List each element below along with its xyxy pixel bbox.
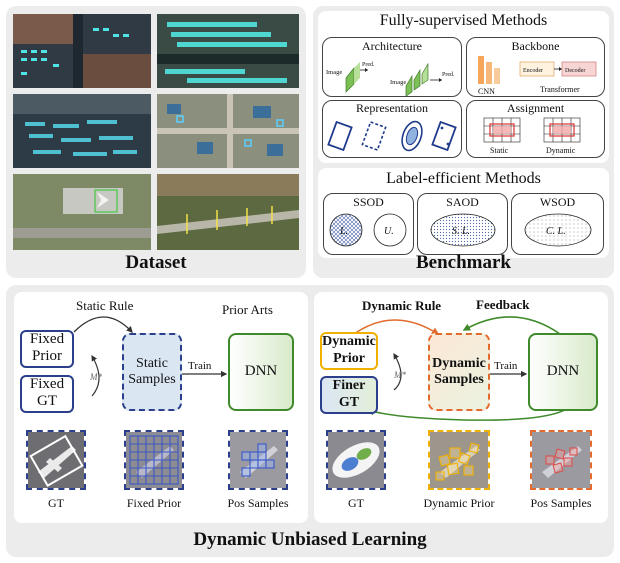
prior-arts-diagram: Static Rule Prior Arts M* Train	[73, 298, 273, 397]
ours-dnn-label: DNN	[546, 363, 580, 379]
prior-thumb-gt	[26, 430, 86, 490]
prior-dnn-box	[228, 333, 294, 411]
saod-title: SAOD	[446, 195, 479, 209]
representation-diagram	[327, 120, 457, 152]
ours-m-star-label: M*	[393, 370, 406, 380]
wsod-diagram: C. L.	[524, 213, 592, 247]
fixed-gt-line-2: GT	[37, 393, 57, 409]
prior-arts-label: Prior Arts	[222, 302, 273, 317]
ssod-right-label: U.	[384, 226, 394, 237]
prior-thumb-fixed-prior-label: Fixed Prior	[126, 496, 182, 510]
backbone-decoder-label: Decoder	[565, 68, 585, 74]
backbone-diagram: CNN Encoder Decoder Transformer	[478, 56, 597, 96]
ssod-box	[323, 193, 414, 255]
fixed-gt-box	[20, 375, 74, 413]
dataset-caption: Dataset	[125, 252, 187, 273]
assignment-dynamic-label: Dynamic	[546, 146, 576, 155]
architecture-image-label-1: Image	[326, 69, 342, 76]
wsod-title: WSOD	[539, 195, 576, 209]
representation-box	[322, 100, 462, 158]
dynamic-rule-label: Dynamic Rule	[362, 298, 441, 313]
backbone-cnn-label: CNN	[478, 87, 495, 96]
finer-gt-line-2: GT	[338, 395, 360, 410]
ours-dnn-box	[528, 333, 598, 411]
dataset-image-airport	[13, 174, 151, 250]
prior-m-star-label: M*	[89, 372, 102, 382]
fixed-prior-box	[20, 330, 74, 368]
ours-thumb-pos-samples-label: Pos Samples	[530, 496, 592, 510]
dataset-image-bridge	[157, 174, 299, 250]
architecture-diagram: Image Pred. Image Pred.	[326, 62, 455, 96]
architecture-title: Architecture	[362, 39, 422, 53]
dataset-image-parking	[157, 14, 299, 88]
prior-train-label: Train	[188, 360, 212, 372]
static-rule-label: Static Rule	[76, 298, 134, 313]
ours-thumb-gt-label: GT	[348, 496, 364, 510]
architecture-pred-label-1: Pred.	[362, 62, 375, 68]
ours-thumb-dynamic-prior-label: Dynamic Prior	[423, 496, 495, 510]
benchmark-caption: Benchmark	[416, 252, 511, 273]
ours-thumb-gt	[326, 430, 386, 490]
dataset-image-urban	[157, 94, 299, 168]
architecture-image-label-2: Image	[390, 79, 406, 86]
static-samples-line-1: Static	[136, 356, 168, 371]
fixed-prior-line-1: Fixed	[29, 331, 65, 347]
saod-diagram: S. L.	[430, 213, 496, 247]
dynamic-samples-line-2: Samples	[434, 372, 484, 387]
backbone-title: Backbone	[511, 39, 560, 53]
prior-thumb-fixed-prior	[124, 430, 184, 490]
representation-title: Representation	[356, 101, 428, 115]
assignment-title: Assignment	[506, 101, 565, 115]
finer-gt-box	[320, 376, 378, 414]
architecture-box	[322, 37, 462, 97]
fixed-prior-line-2: Prior	[32, 348, 62, 364]
static-samples-box	[122, 333, 182, 411]
assignment-diagram: Static Dynamic	[483, 117, 581, 155]
ssod-diagram: L. U.	[329, 213, 407, 247]
ours-train-label: Train	[494, 360, 518, 372]
assignment-static-label: Static	[490, 146, 509, 155]
dynamic-prior-box	[320, 332, 378, 370]
fully-supervised-box	[318, 11, 609, 163]
finer-gt-line-1: Finer	[332, 378, 366, 393]
architecture-pred-label-2: Pred.	[442, 72, 455, 78]
ssod-left-label: L.	[339, 226, 348, 237]
prior-dnn-label: DNN	[244, 363, 278, 379]
dynamic-prior-line-2: Prior	[333, 351, 365, 366]
feedback-label: Feedback	[476, 297, 530, 312]
ours-thumb-pos-samples	[530, 430, 592, 490]
label-efficient-title: Label-efficient Methods	[386, 170, 541, 187]
fully-supervised-title: Fully-supervised Methods	[379, 12, 548, 29]
dul-caption: Dynamic Unbiased Learning	[193, 529, 427, 550]
wsod-inner-label: C. L.	[546, 226, 566, 237]
dataset-image-vehicles	[13, 94, 151, 168]
prior-thumb-gt-label: GT	[48, 496, 64, 510]
saod-inner-label: S. L.	[452, 226, 470, 237]
backbone-box	[466, 37, 605, 97]
backbone-transformer-label: Transformer	[540, 85, 580, 94]
ssod-title: SSOD	[353, 195, 384, 209]
ours-thumb-dynamic-prior	[428, 430, 490, 490]
prior-thumb-pos-samples	[228, 430, 288, 490]
backbone-encoder-label: Encoder	[523, 68, 543, 74]
saod-box	[417, 193, 508, 255]
dynamic-samples-box	[428, 333, 490, 411]
fixed-gt-line-1: Fixed	[29, 376, 65, 392]
prior-thumb-pos-samples-label: Pos Samples	[227, 496, 289, 510]
assignment-box	[466, 100, 605, 158]
dynamic-samples-line-1: Dynamic	[432, 356, 486, 371]
ours-diagram: Dynamic Rule Feedback M* Train	[353, 297, 575, 421]
dataset-image-harbor	[13, 14, 151, 88]
static-samples-line-2: Samples	[128, 372, 176, 387]
wsod-box	[511, 193, 604, 255]
dynamic-prior-line-1: Dynamic	[322, 334, 376, 349]
